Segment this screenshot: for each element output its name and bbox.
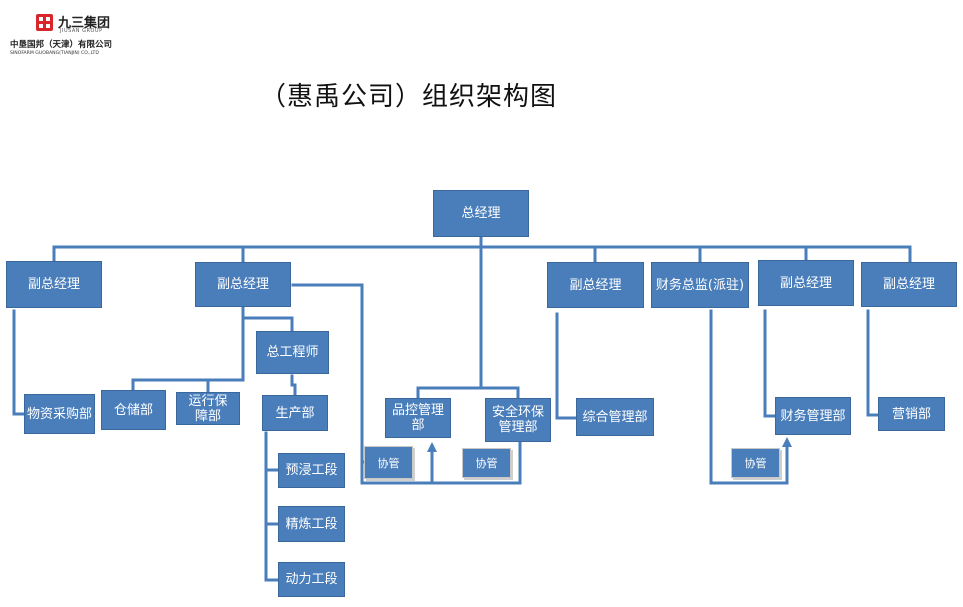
assist-label: 协管 [731,448,780,478]
page-title: （惠禹公司）组织架构图 [260,82,558,112]
node-production: 生产部 [262,395,328,431]
node-general-manager: 总经理 [433,190,529,237]
connector-line [291,283,522,485]
company-name-en: SINOFARM GUOBANG(TIANJIN) CO.,LTD [10,51,99,56]
assist-label: 协管 [462,448,511,478]
node-vice-general-manager: 副总经理 [195,262,291,307]
brand-name: 九三集团 [58,16,111,31]
node-operations-support: 运行保障部 [176,392,240,425]
connector-line [131,316,245,392]
node-sales: 营销部 [878,397,945,431]
node-purchasing: 物资采购部 [24,394,95,434]
company-name: 中垦国邦（天津）有限公司 [10,40,113,50]
node-chief-engineer: 总工程师 [256,331,329,374]
brand-name-en: JIUSAN GROUP [60,28,103,34]
node-general-admin: 综合管理部 [576,398,654,436]
node-safety-environment: 安全环保管理部 [485,398,551,442]
node-warehouse: 仓储部 [101,390,166,430]
arrow-icon [427,442,437,452]
connector-line [241,316,294,333]
node-power-section: 动力工段 [278,562,345,597]
connector-line [290,374,297,397]
jiusan-logo-icon [36,14,53,31]
node-finance-dept: 财务管理部 [775,397,851,435]
connector-line [264,431,280,582]
connector-line [555,312,578,420]
node-vice-general-manager: 副总经理 [6,261,102,308]
connector-line [416,386,520,400]
node-vice-general-manager: 副总经理 [547,262,644,308]
node-quality-control: 品控管理部 [385,398,451,438]
node-finance-director: 财务总监(派驻) [651,262,749,308]
node-refining-section: 精炼工段 [278,506,345,542]
node-pre-soak-section: 预浸工段 [278,453,345,488]
connector-line [709,309,789,485]
connector-line [12,309,26,416]
company-logo: 九三集团 JIUSAN GROUP 中垦国邦（天津）有限公司 SINOFARM … [6,10,146,60]
connector-line [866,309,880,417]
arrow-icon [782,437,792,447]
node-vice-general-manager: 副总经理 [758,260,854,306]
assist-label: 协管 [364,446,413,479]
connector-line [763,309,777,418]
node-vice-general-manager: 副总经理 [861,262,957,307]
